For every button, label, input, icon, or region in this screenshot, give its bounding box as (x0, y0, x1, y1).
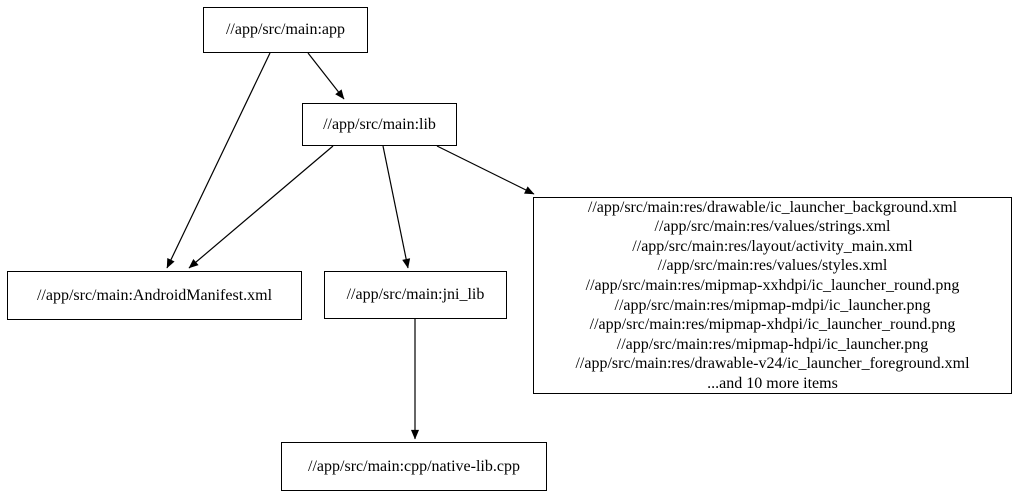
res-item-line: //app/src/main:res/mipmap-xxhdpi/ic_laun… (585, 276, 960, 294)
res-more-items-line: ...and 10 more items (707, 374, 838, 392)
node-app: //app/src/main:app (203, 7, 368, 53)
res-item-line: //app/src/main:res/mipmap-mdpi/ic_launch… (614, 296, 931, 314)
node-android-manifest-label: //app/src/main:AndroidManifest.xml (36, 286, 273, 304)
edge-lib-to-res-group (436, 145, 535, 195)
node-native-lib-cpp: //app/src/main:cpp/native-lib.cpp (281, 442, 547, 491)
res-item-line: //app/src/main:res/values/strings.xml (654, 218, 891, 236)
res-item-line: //app/src/main:res/drawable/ic_launcher_… (587, 198, 958, 216)
node-app-label: //app/src/main:app (225, 21, 346, 39)
node-android-manifest: //app/src/main:AndroidManifest.xml (7, 271, 302, 320)
node-lib: //app/src/main:lib (302, 103, 457, 146)
res-item-line: //app/src/main:res/mipmap-xhdpi/ic_launc… (589, 316, 956, 334)
edge-app-to-lib (307, 52, 345, 100)
node-lib-label: //app/src/main:lib (323, 115, 436, 133)
node-res-group: //app/src/main:res/drawable/ic_launcher_… (533, 197, 1012, 394)
node-native-lib-cpp-label: //app/src/main:cpp/native-lib.cpp (308, 457, 520, 475)
res-item-line: //app/src/main:res/mipmap-hdpi/ic_launch… (616, 335, 929, 353)
res-item-line: //app/src/main:res/values/styles.xml (657, 257, 888, 275)
node-jni-lib-label: //app/src/main:jni_lib (346, 286, 485, 304)
edge-app-to-manifest (166, 52, 271, 269)
node-jni-lib: //app/src/main:jni_lib (324, 271, 507, 319)
edge-lib-to-manifest (188, 145, 334, 269)
res-item-line: //app/src/main:res/layout/activity_main.… (632, 237, 913, 255)
res-item-line: //app/src/main:res/drawable-v24/ic_launc… (575, 355, 970, 373)
edge-lib-to-jni-lib (382, 145, 411, 269)
